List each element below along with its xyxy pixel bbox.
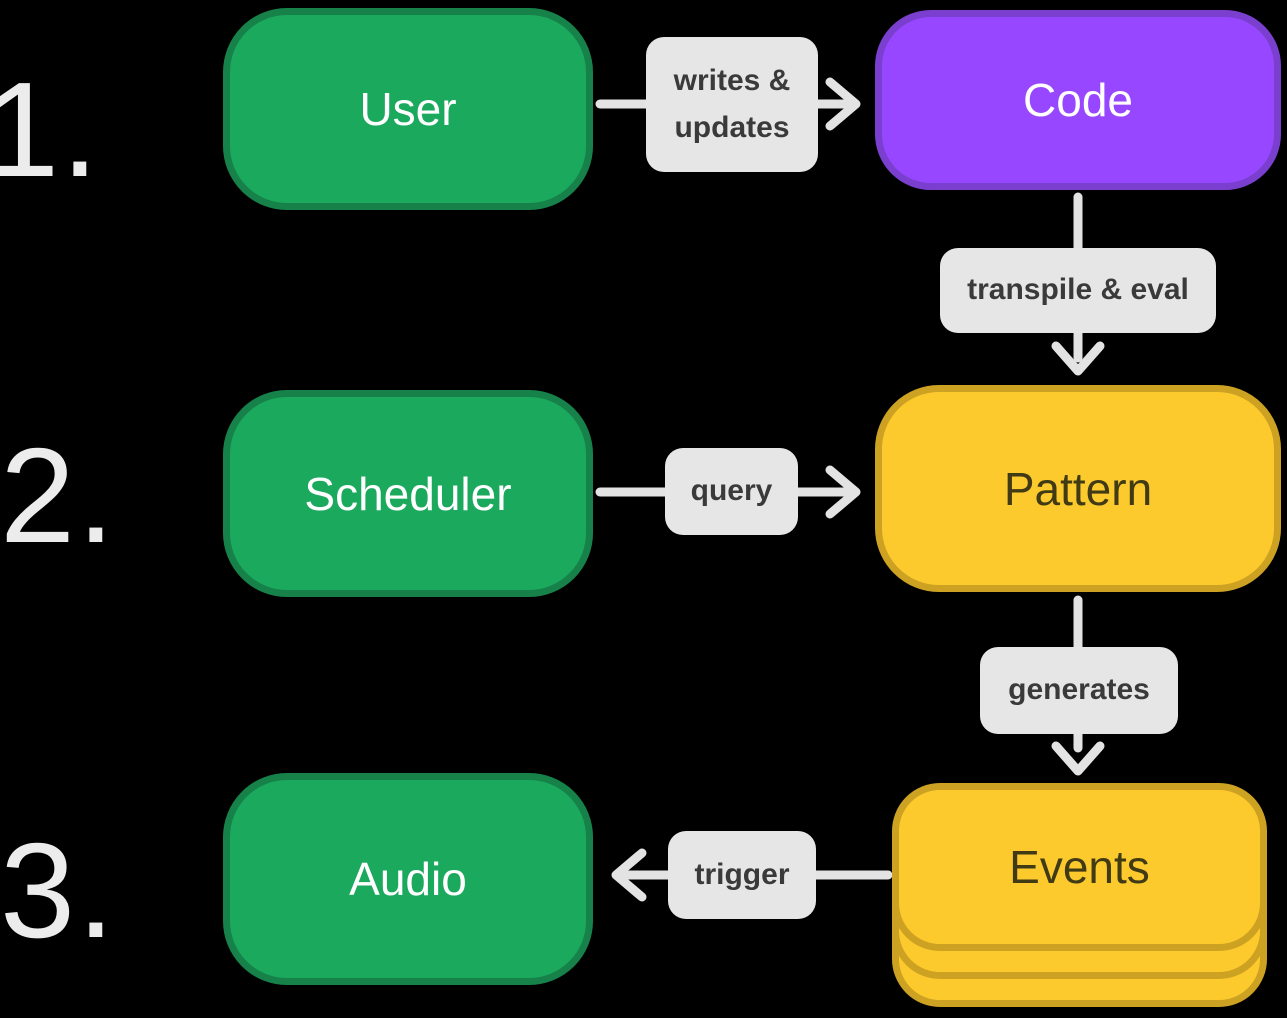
node-code-label: Code [1023,74,1133,126]
node-user: User [223,8,593,210]
step-number-3: 3. [0,815,117,966]
node-code: Code [875,10,1281,190]
edge-label-trigger: trigger [668,831,816,919]
node-events-label: Events [1009,841,1150,893]
node-audio-label: Audio [349,853,467,905]
node-pattern: Pattern [875,385,1281,592]
edge-label-transpile-eval: transpile & eval [940,248,1216,333]
node-audio: Audio [223,773,593,985]
node-scheduler-label: Scheduler [304,467,512,520]
edge-label-query: query [665,448,798,535]
events-stack-top-card: Events [892,783,1267,951]
step-number-2: 2. [0,420,117,571]
node-pattern-label: Pattern [1003,462,1153,515]
node-scheduler: Scheduler [223,390,593,597]
step-number-1: 1. [0,54,101,205]
node-user-label: User [359,83,457,135]
edge-label-writes-updates: writes & updates [646,37,818,172]
edge-label-generates: generates [980,647,1178,734]
node-events: Events [892,783,1267,1007]
